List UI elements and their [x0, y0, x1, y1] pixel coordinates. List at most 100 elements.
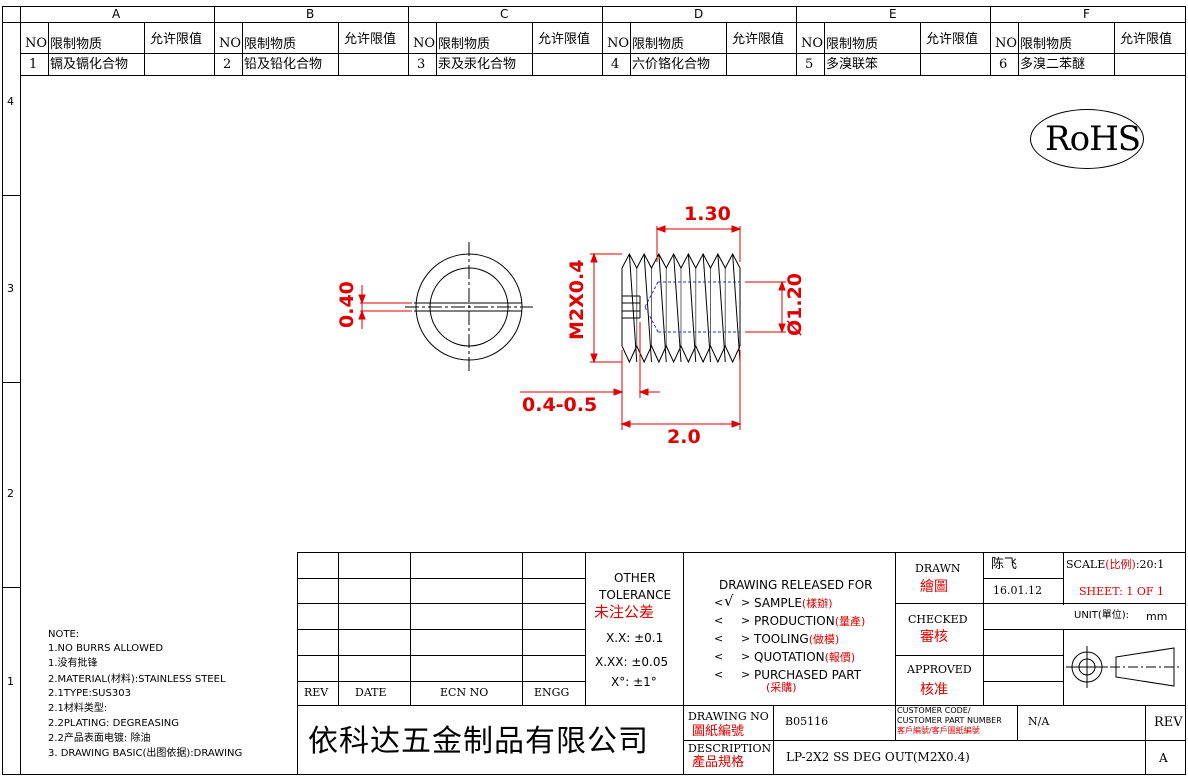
check-mark-icon: √: [724, 592, 734, 610]
release-bracket: >: [741, 596, 751, 609]
tolerance-line-1: X.X: ±0.1: [606, 631, 664, 645]
rohs-header-limit: 允许限值: [926, 32, 979, 47]
date-header: DATE: [355, 686, 387, 699]
unit-label: UNIT(單位):: [1074, 610, 1130, 621]
dimension-thread: M2X0.4: [566, 259, 588, 340]
zone-label: 1: [7, 675, 14, 688]
description-label-cn: 產品規格: [692, 755, 745, 770]
tolerance-title-1: OTHER: [614, 571, 656, 585]
column-label-a: A: [112, 7, 121, 21]
rohs-item-no: 5: [805, 57, 814, 72]
description-label: DESCRIPTION: [688, 742, 772, 755]
note-line: 1.NO BURRS ALLOWED: [48, 643, 164, 654]
rohs-header-limit: 允许限值: [538, 32, 591, 47]
customer-part-number: N/A: [1028, 715, 1050, 728]
note-line: 1.没有批锋: [48, 658, 98, 669]
release-bracket: >: [741, 614, 751, 627]
column-label-b: B: [306, 7, 315, 21]
rohs-item-substance: 汞及汞化合物: [438, 57, 517, 72]
rohs-badge-text: RoHS: [1045, 119, 1141, 159]
rohs-header-substance: 限制物质: [50, 37, 103, 52]
scale-value: :20:1: [1135, 558, 1165, 571]
rohs-header-no: NO: [219, 36, 242, 51]
rohs-header-substance: 限制物质: [632, 37, 685, 52]
checked-label-cn: 審核: [920, 629, 948, 645]
dimension-total-length: 2.0: [667, 426, 701, 448]
description: LP-2X2 SS DEG OUT(M2X0.4): [786, 750, 970, 764]
unit-value: mm: [1146, 610, 1168, 623]
ecn-header: ECN NO: [440, 686, 489, 699]
rohs-header-no: NO: [995, 36, 1018, 51]
rohs-badge: RoHS: [1030, 109, 1144, 169]
zone-label: 4: [7, 95, 14, 108]
release-item-1: PRODUCTION(量產): [754, 614, 866, 628]
note-line: 2.2产品表面电镀: 除油: [48, 733, 151, 744]
dimension-length-thread: 1.30: [684, 203, 731, 225]
rohs-header-limit: 允许限值: [732, 32, 785, 47]
rohs-header-limit: 允许限值: [1120, 32, 1173, 47]
note-line: 2.1材料类型:: [48, 703, 108, 714]
release-title: DRAWING RELEASED FOR: [719, 578, 873, 592]
rohs-header-substance: 限制物质: [1020, 37, 1073, 52]
rohs-item-no: 1: [29, 57, 38, 72]
zone-label: 2: [7, 487, 14, 500]
note-line: 2.1TYPE:SUS303: [48, 688, 131, 699]
release-bracket: >: [741, 632, 751, 645]
rohs-item-substance: 六价铬化合物: [632, 57, 711, 72]
rohs-item-no: 3: [417, 57, 426, 72]
release-bracket: <: [714, 668, 724, 681]
sheet-count: SHEET: 1 OF 1: [1079, 585, 1164, 598]
dimension-slot: 0.40: [336, 281, 358, 328]
release-bracket: <: [714, 632, 724, 645]
company-name: 依科达五金制品有限公司: [308, 724, 649, 759]
scale-label: SCALE: [1066, 558, 1106, 571]
scale-label-cn: (比例): [1105, 558, 1136, 571]
side-view: [621, 252, 741, 364]
release-bracket: <: [714, 596, 724, 609]
rohs-item-substance: 多溴联笨: [826, 57, 879, 72]
rohs-item-no: 2: [223, 57, 232, 72]
drawn-date: 16.01.12: [993, 584, 1042, 597]
inner-bore: [644, 281, 740, 333]
note-line: 2.2PLATING: DEGREASING: [48, 718, 180, 729]
dimension-lines: [520, 225, 786, 430]
end-view: [405, 242, 533, 372]
tolerance-line-3: X°: ±1°: [611, 675, 657, 689]
rohs-item-no: 4: [611, 57, 620, 72]
release-bracket: >: [741, 650, 751, 663]
column-label-c: C: [500, 7, 509, 21]
note-line: 2.MATERIAL(材料):STAINLESS STEEL: [48, 674, 226, 685]
rev-header: REV: [304, 686, 329, 699]
release-item-3: QUOTATION(報價): [754, 650, 856, 664]
release-item-2: TOOLING(做模): [754, 632, 840, 646]
rohs-header-substance: 限制物质: [438, 37, 491, 52]
drawn-label-cn: 繪圖: [920, 579, 948, 595]
tolerance-line-2: X.XX: ±0.05: [595, 655, 669, 669]
tolerance-title-cn: 未注公差: [594, 603, 655, 621]
rohs-item-substance: 镉及镉化合物: [50, 57, 129, 72]
column-label-d: D: [694, 7, 704, 21]
drawn-name: 陈飞: [991, 557, 1018, 572]
release-bracket: >: [741, 668, 751, 681]
rohs-item-substance: 多溴二苯醚: [1020, 57, 1086, 72]
customer-code-label-cn: 客戶編號/客戶圖紙編號: [897, 726, 980, 735]
projection-symbol-icon: [1066, 646, 1181, 688]
tolerance-title-2: TOLERANCE: [599, 588, 672, 602]
release-bracket: <: [714, 614, 724, 627]
rohs-header-no: NO: [413, 36, 436, 51]
rohs-header-no: NO: [25, 36, 48, 51]
rohs-header-no: NO: [801, 36, 824, 51]
dimension-inner-diameter: Ø1.20: [784, 272, 806, 336]
column-label-e: E: [889, 7, 897, 21]
release-item-0: SAMPLE(樣辦): [754, 596, 833, 610]
rohs-header-limit: 允许限值: [344, 32, 397, 47]
drawing-no-label: DRAWING NO: [688, 710, 769, 723]
release-item-4: PURCHASED PART(采購): [754, 668, 862, 694]
rohs-item-no: 6: [999, 57, 1008, 72]
note-line: 3. DRAWING BASIC(出图依据):DRAWING: [48, 748, 243, 759]
rohs-header-substance: 限制物质: [244, 37, 297, 52]
rohs-item-substance: 铅及铅化合物: [244, 57, 323, 72]
customer-code-label-1: CUSTOMER CODE/: [897, 706, 971, 715]
checked-label: CHECKED: [908, 613, 968, 626]
